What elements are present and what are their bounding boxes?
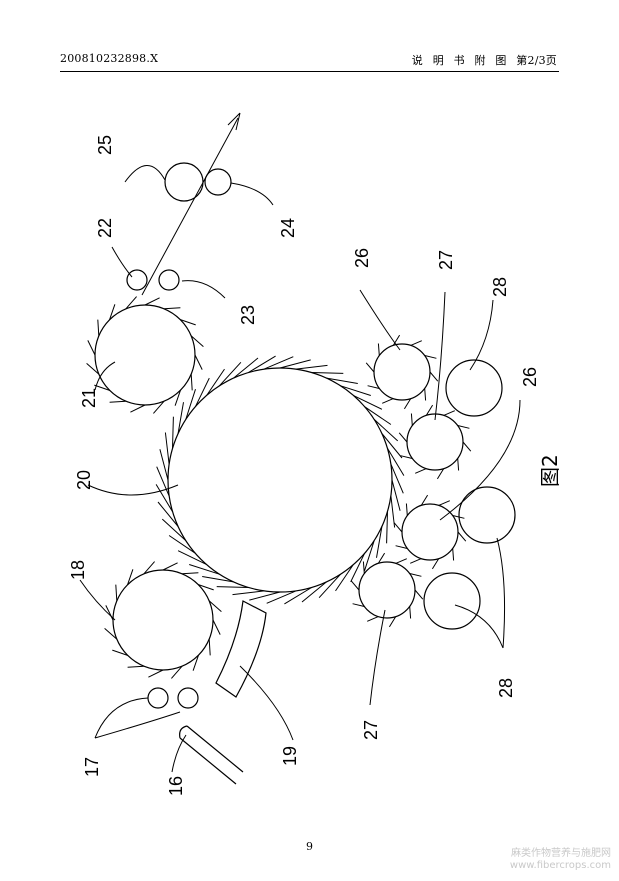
leader-25 bbox=[124, 165, 166, 183]
roller-27b-card-teeth bbox=[350, 552, 424, 628]
leader-28a bbox=[469, 299, 494, 371]
roller-28c bbox=[458, 486, 516, 544]
label-19: 19 bbox=[280, 746, 300, 766]
label-28a: 28 bbox=[490, 277, 510, 297]
roller-23 bbox=[158, 269, 180, 291]
roller-18-card-teeth bbox=[104, 561, 222, 679]
roller-17b bbox=[177, 687, 199, 709]
label-28b: 28 bbox=[496, 678, 516, 698]
label-25: 25 bbox=[95, 135, 115, 155]
label-17: 17 bbox=[82, 757, 102, 777]
section-label: 说 明 书 附 图 bbox=[411, 54, 507, 67]
page-of-label: 第2/3页 bbox=[516, 54, 557, 67]
leader-24 bbox=[230, 182, 274, 206]
roller-drawing bbox=[86, 162, 516, 709]
leader-26b bbox=[439, 399, 521, 521]
leader-16 bbox=[171, 734, 187, 773]
label-24: 24 bbox=[278, 218, 298, 238]
watermark-line-1: 麻类作物营养与施肥网 bbox=[511, 848, 611, 859]
label-21: 21 bbox=[79, 388, 99, 408]
leader-21 bbox=[94, 361, 116, 391]
roller-22 bbox=[126, 269, 148, 291]
label-22: 22 bbox=[95, 218, 115, 238]
roller-21-card-teeth bbox=[86, 296, 204, 414]
label-27a: 27 bbox=[436, 250, 456, 270]
leader-18 bbox=[79, 579, 116, 621]
roller-18 bbox=[112, 569, 214, 671]
roller-25 bbox=[164, 162, 204, 202]
roller-28b bbox=[423, 572, 481, 630]
leader-28b bbox=[454, 537, 506, 649]
label-18: 18 bbox=[68, 560, 88, 580]
roller-27a bbox=[406, 413, 464, 471]
label-27b: 27 bbox=[361, 720, 381, 740]
roller-26b-card-teeth bbox=[393, 494, 467, 570]
leader-26a bbox=[359, 289, 401, 351]
header-section-title: 说 明 书 附 图 第2/3页 bbox=[412, 52, 557, 68]
leader-19 bbox=[239, 665, 294, 741]
main-cylinder-20-card-teeth bbox=[155, 355, 405, 605]
roller-27a-card-teeth bbox=[398, 404, 472, 480]
page-number: 9 bbox=[306, 840, 313, 853]
chute-19 bbox=[215, 600, 267, 698]
roller-26a bbox=[373, 343, 431, 401]
web-output-line bbox=[141, 117, 239, 296]
figure-caption: 图2 bbox=[538, 454, 562, 487]
roller-27b bbox=[358, 561, 416, 619]
label-26a: 26 bbox=[352, 248, 372, 268]
roller-26a-card-teeth bbox=[365, 334, 439, 410]
roller-17a bbox=[147, 687, 169, 709]
label-16: 16 bbox=[166, 776, 186, 796]
roller-21 bbox=[94, 304, 196, 406]
feed-plate-16 bbox=[179, 725, 244, 785]
document-number: 200810232898.X bbox=[60, 52, 159, 65]
output-arrow-icon bbox=[227, 112, 241, 131]
leader-17 bbox=[94, 697, 181, 739]
header-rule bbox=[60, 71, 559, 72]
leader-27a bbox=[434, 291, 446, 421]
roller-24 bbox=[204, 168, 232, 196]
leader-22 bbox=[111, 246, 133, 278]
main-cylinder-20 bbox=[167, 367, 393, 593]
leader-23 bbox=[181, 280, 226, 299]
watermark-line-2: www.fibercrops.com bbox=[509, 860, 611, 871]
leader-lines bbox=[79, 112, 521, 773]
label-26b: 26 bbox=[520, 367, 540, 387]
leader-20 bbox=[87, 484, 179, 496]
label-20: 20 bbox=[74, 470, 94, 490]
leader-27b bbox=[369, 609, 386, 706]
watermark: 麻类作物营养与施肥网 www.fibercrops.com bbox=[510, 848, 611, 872]
roller-28a bbox=[445, 359, 503, 417]
ref-labels: 25 24 22 23 21 20 18 17 16 19 26 27 28 2… bbox=[68, 135, 540, 796]
label-23: 23 bbox=[238, 305, 258, 325]
